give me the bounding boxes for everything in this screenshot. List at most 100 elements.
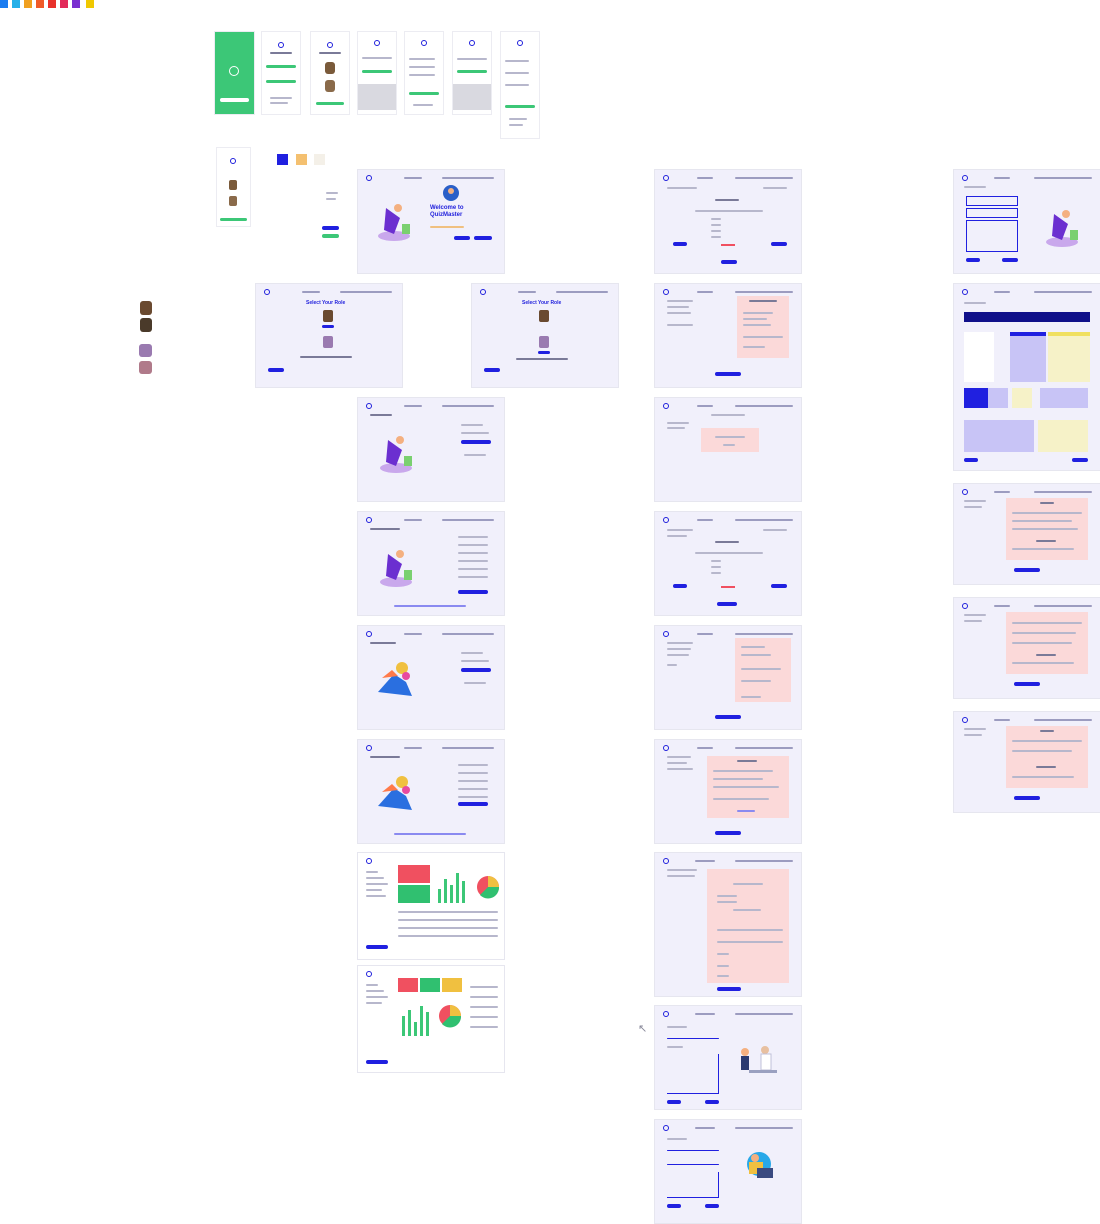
continue-button[interactable]	[268, 368, 284, 372]
continue-button[interactable]	[220, 218, 247, 221]
sidebar-item[interactable]	[366, 996, 388, 998]
back-button[interactable]	[964, 458, 978, 462]
input-field[interactable]	[458, 552, 488, 554]
feedback-screen[interactable]	[954, 484, 1100, 584]
input-field[interactable]	[461, 432, 489, 434]
input-field[interactable]	[667, 1164, 719, 1165]
login-button[interactable]	[266, 65, 296, 68]
quiz-question-screen-2[interactable]	[655, 512, 801, 615]
mobile-profile-screen[interactable]	[501, 32, 539, 138]
login-button[interactable]	[461, 440, 491, 444]
sidebar-item[interactable]	[366, 895, 386, 897]
sidebar-item[interactable]	[366, 877, 384, 879]
login-button[interactable]	[461, 668, 491, 672]
answer-option[interactable]	[711, 224, 721, 226]
input-field[interactable]	[458, 788, 488, 790]
quiz-instructions-screen[interactable]	[655, 284, 801, 387]
create-quiz-screen[interactable]	[954, 170, 1100, 273]
form-field[interactable]	[733, 909, 761, 911]
quiz-question-screen[interactable]	[655, 170, 801, 273]
select-role-screen[interactable]: Select Your Role	[256, 284, 402, 387]
mobile-login-screen[interactable]	[262, 32, 300, 114]
verify-button[interactable]	[457, 70, 487, 73]
cancel-button[interactable]	[667, 1100, 681, 1104]
dashboard-screen[interactable]	[358, 853, 504, 959]
send-button[interactable]	[705, 1100, 719, 1104]
footer-link[interactable]	[394, 605, 466, 607]
profile-form-screen[interactable]	[655, 853, 801, 996]
input-field[interactable]	[667, 1150, 719, 1151]
cancel-button[interactable]	[667, 1204, 681, 1208]
footer-link[interactable]	[394, 833, 466, 835]
continue-button[interactable]	[316, 102, 344, 105]
component-button-green[interactable]	[322, 234, 339, 238]
continue-button[interactable]	[1014, 568, 1040, 572]
save-button[interactable]	[717, 987, 741, 991]
quiz-review-screen[interactable]	[655, 740, 801, 843]
input-field[interactable]	[458, 772, 488, 774]
answer-option[interactable]	[711, 566, 721, 568]
input-field[interactable]	[667, 1038, 719, 1039]
register-button[interactable]	[458, 802, 488, 806]
quiz-instructions-screen-2[interactable]	[655, 626, 801, 729]
input-field[interactable]	[458, 536, 488, 538]
answer-option[interactable]	[711, 218, 721, 220]
signup-button[interactable]	[474, 236, 492, 240]
input-field[interactable]	[458, 568, 488, 570]
nav-tab[interactable]	[994, 291, 1010, 293]
sidebar-item[interactable]	[366, 871, 378, 873]
mobile-role-select-compact[interactable]	[217, 148, 250, 226]
component-button-blue[interactable]	[322, 226, 339, 230]
previous-button[interactable]	[673, 242, 687, 246]
answer-option[interactable]	[711, 230, 721, 232]
sidebar-button[interactable]	[366, 945, 388, 949]
login-button[interactable]	[454, 236, 470, 240]
send-button[interactable]	[705, 1204, 719, 1208]
next-button[interactable]	[771, 584, 787, 588]
quiz-result-screen[interactable]	[655, 398, 801, 501]
continue-button[interactable]	[484, 368, 500, 372]
form-field[interactable]	[717, 953, 729, 955]
previous-button[interactable]	[673, 584, 687, 588]
teacher-login-screen[interactable]	[358, 626, 504, 729]
next-button[interactable]	[1072, 458, 1088, 462]
form-box[interactable]	[966, 208, 1018, 218]
answer-option[interactable]	[711, 560, 721, 562]
next-button[interactable]	[409, 92, 439, 95]
mobile-splash-screen[interactable]	[215, 32, 254, 114]
form-box[interactable]	[966, 220, 1018, 252]
nav-tab[interactable]	[695, 860, 715, 862]
answer-option[interactable]	[711, 236, 721, 238]
signup-button[interactable]	[266, 80, 296, 83]
feedback-screen-2[interactable]	[954, 598, 1100, 698]
continue-button[interactable]	[1014, 682, 1040, 686]
splash-button[interactable]	[220, 98, 249, 102]
next-button[interactable]	[771, 242, 787, 246]
finish-button[interactable]	[715, 831, 741, 835]
answer-option[interactable]	[711, 572, 721, 574]
nav-tab[interactable]	[994, 491, 1010, 493]
submit-button[interactable]	[362, 70, 392, 73]
mobile-otp-screen[interactable]	[453, 32, 491, 114]
register-button[interactable]	[458, 590, 488, 594]
sidebar-item[interactable]	[366, 1002, 382, 1004]
login-screen[interactable]	[358, 398, 504, 501]
support-screen[interactable]	[655, 1006, 801, 1109]
continue-button[interactable]	[1014, 796, 1040, 800]
submit-button[interactable]	[717, 602, 737, 606]
form-field[interactable]	[717, 941, 783, 943]
input-field[interactable]	[458, 780, 488, 782]
mobile-role-screen[interactable]	[311, 32, 349, 114]
nav-tab[interactable]	[994, 605, 1010, 607]
mobile-signup-screen[interactable]	[358, 32, 396, 114]
input-field[interactable]	[458, 560, 488, 562]
nav-tab[interactable]	[695, 1013, 715, 1015]
nav-tab[interactable]	[994, 719, 1010, 721]
form-field[interactable]	[717, 895, 737, 897]
sidebar-button[interactable]	[366, 1060, 388, 1064]
contact-screen[interactable]	[655, 1120, 801, 1223]
form-field[interactable]	[717, 975, 729, 977]
sidebar-item[interactable]	[366, 889, 382, 891]
start-quiz-button[interactable]	[715, 715, 741, 719]
teacher-register-screen[interactable]	[358, 740, 504, 843]
